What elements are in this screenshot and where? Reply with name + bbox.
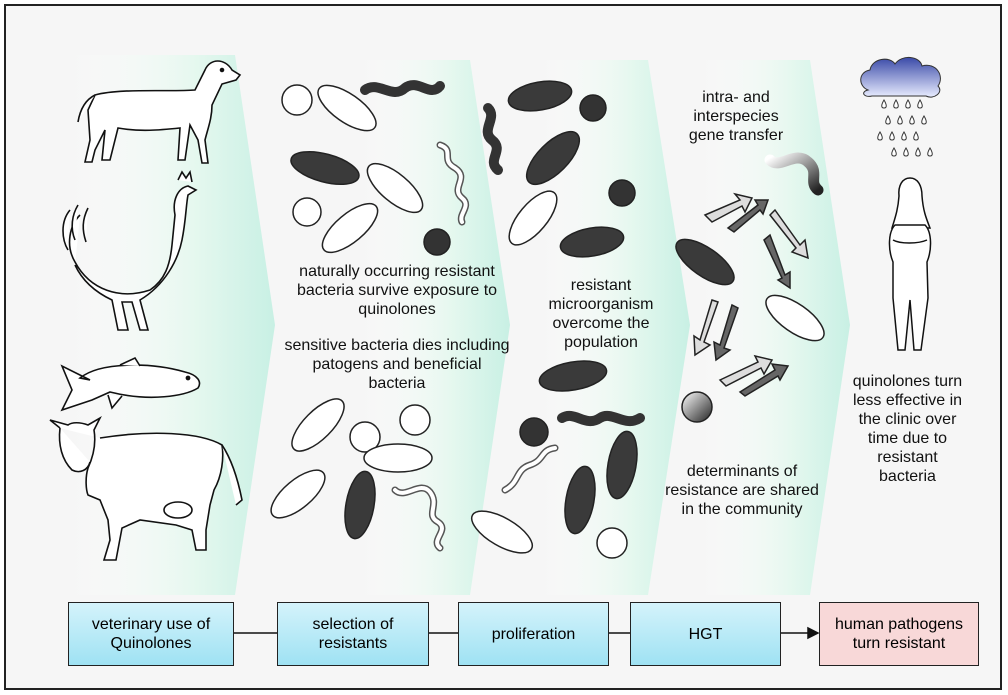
selection-survive-text: naturally occurring resistant bacteria s… <box>283 262 511 319</box>
flow-box-veterinary: veterinary use of Quinolones <box>68 602 234 666</box>
flow-label-human: human pathogens turn resistant <box>829 615 969 653</box>
flow-label-selection: selection of resistants <box>308 615 398 653</box>
selection-die-text: sensitive bacteria dies including patoge… <box>283 336 511 393</box>
person-icon <box>889 178 930 350</box>
flow-box-human: human pathogens turn resistant <box>819 602 979 666</box>
rain-cloud-icon <box>861 57 941 156</box>
flow-box-selection: selection of resistants <box>277 602 429 666</box>
flow-label-hgt: HGT <box>689 625 723 644</box>
hgt-transfer-text: intra- and interspecies gene transfer <box>676 88 796 145</box>
flow-label-proliferation: proliferation <box>492 625 576 644</box>
hgt-shared-text: determinants of resistance are shared in… <box>662 462 822 519</box>
proliferation-text: resistant microorganism overcome the pop… <box>536 276 666 352</box>
flow-box-proliferation: proliferation <box>458 602 609 666</box>
clinic-text: quinolones turn less effective in the cl… <box>850 372 965 486</box>
flow-label-veterinary: veterinary use of Quinolones <box>86 615 216 653</box>
flow-box-hgt: HGT <box>630 602 781 666</box>
